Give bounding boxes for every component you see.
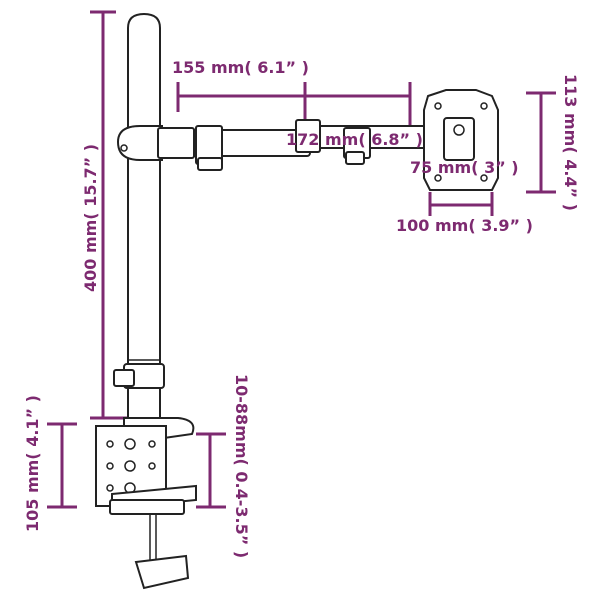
arm-inner-dimension <box>176 82 412 128</box>
pole-height-label: 400 mm( 15.7” ) <box>81 144 100 292</box>
clamp-height-label: 105 mm( 4.1” ) <box>23 395 42 532</box>
clamp-range-dimension <box>196 432 226 509</box>
plate-height-dimension <box>526 91 556 194</box>
pole <box>127 12 161 419</box>
clamp-range-label: 10-88mm( 0.4-3.5” ) <box>232 374 251 558</box>
vesa-plate <box>423 89 499 191</box>
vesa-large-label: 100 mm( 3.9” ) <box>396 216 533 235</box>
arm-outer-label: 172 mm( 6.8” ) <box>286 130 423 149</box>
plate-height-label: 113 mm( 4.4” ) <box>561 74 580 211</box>
arm-hinge <box>116 125 163 161</box>
outer-arm <box>295 119 431 165</box>
vesa-small-label: 75 mm( 3” ) <box>410 158 519 177</box>
arm-inner-label: 155 mm( 6.1” ) <box>172 58 309 77</box>
vesa-large-dimension <box>428 192 494 216</box>
inner-arm <box>157 125 311 171</box>
clamp-screw <box>109 484 197 590</box>
pole-collar <box>113 363 165 389</box>
clamp-height-dimension <box>47 422 77 509</box>
